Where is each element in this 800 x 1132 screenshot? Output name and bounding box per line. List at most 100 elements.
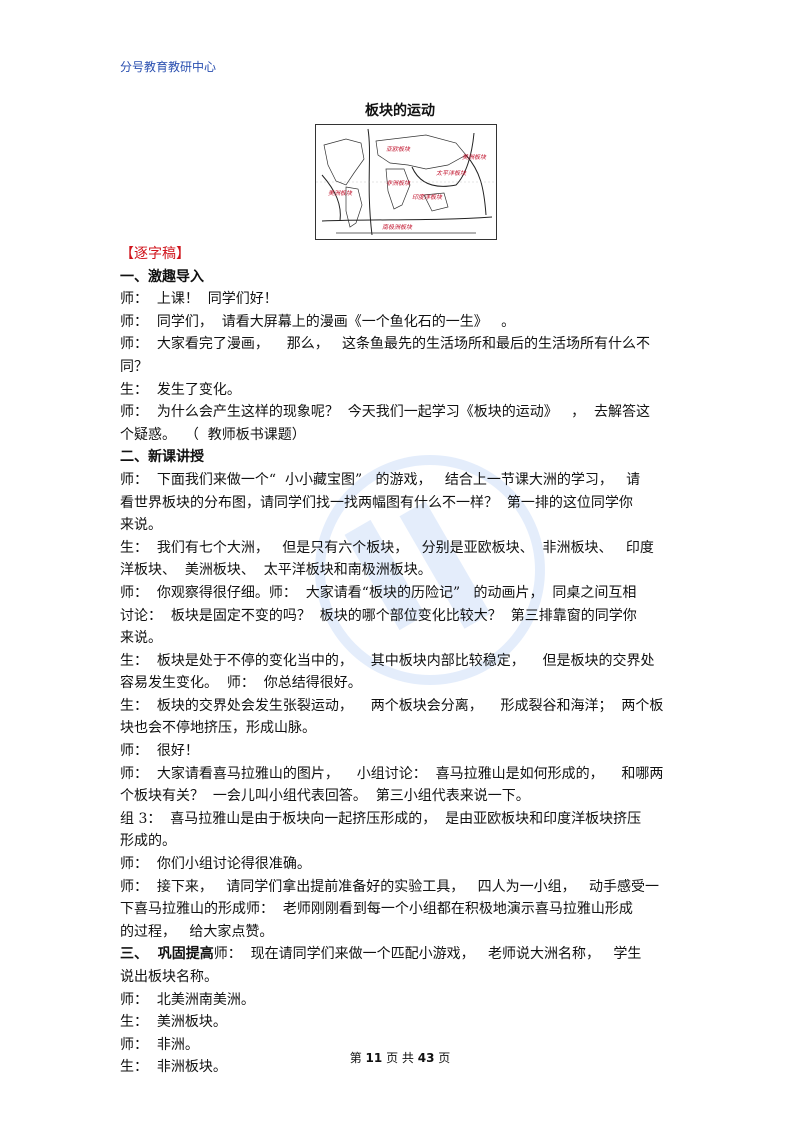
body-line: 师： 大家请看喜马拉雅山的图片， 小组讨论： 喜马拉雅山是如何形成的， 和哪两: [120, 763, 680, 786]
body-line: 生： 发生了变化。: [120, 379, 680, 402]
body-line: 个疑惑。 （ 教师板书课题）: [120, 424, 680, 447]
north-america-outline: [323, 138, 365, 186]
section-label: 【逐字稿】: [120, 246, 190, 262]
line-text: 生： 发生了变化。: [120, 381, 241, 398]
body-line: 师： 你观察得很仔细。师： 大家请看“板块的历险记” 的动画片， 同桌之间互相: [120, 582, 680, 605]
body-line: 生： 板块是处于不停的变化当中的， 其中板块内部比较稳定， 但是板块的交界处: [120, 650, 680, 673]
heading: 一、激趣导入: [120, 268, 204, 285]
body-line: 块也会不停地挤压，形成山脉。: [120, 717, 680, 740]
body-line: 师： 为什么会产生这样的现象呢？ 今天我们一起学习《板块的运动》 ， 去解答这: [120, 401, 680, 424]
body-line: 来说。: [120, 514, 680, 537]
body-line: 生： 板块的交界处会发生张裂运动， 两个板块会分离， 形成裂谷和海洋； 两个板: [120, 695, 680, 718]
body-line: 师： 上课！ 同学们好！: [120, 288, 680, 311]
plate-label-antarctic: 南极洲板块: [382, 223, 413, 231]
world-plates-map: 亚欧板块 美洲板块 非洲板块 太平洋板块 印度洋板块 南极洲板块 美洲板块: [315, 124, 497, 240]
footer-page-number: 11: [365, 1051, 383, 1065]
line-text: 同？: [120, 358, 148, 375]
plate-label-indian-ocean: 印度洋板块: [412, 193, 443, 201]
body-text: 【逐字稿】一、激趣导入师： 上课！ 同学们好！ 师： 同学们， 请看大屏幕上的漫画…: [120, 243, 680, 1079]
body-line: 看世界板块的分布图，请同学们找一找两幅图有什么不一样？ 第一排的这位同学你: [120, 492, 680, 515]
body-line: 一、激趣导入: [120, 266, 680, 289]
line-text: 说出板块名称。: [120, 969, 218, 985]
body-line: 说出板块名称。: [120, 966, 680, 989]
body-line: 生： 我们有七个大洲， 但是只有六个板块， 分别是亚欧板块、 非洲板块、 印度: [120, 537, 680, 560]
body-line: 师： 接下来， 请同学们拿出提前准备好的实验工具， 四人为一小组， 动手感受一: [120, 876, 680, 899]
pacific-east-boundary: [321, 174, 341, 222]
line-text: 师： 很好！: [120, 743, 199, 760]
body-line: 三、 巩固提高师： 现在请同学们来做一个匹配小游戏， 老师说大洲名称， 学生: [120, 943, 680, 966]
line-text: 师： 上课！ 同学们好！: [120, 291, 278, 308]
line-text: 师： 现在请同学们来做一个匹配小游戏， 老师说大洲名称， 学生: [213, 946, 642, 963]
line-text: 洋板块、 美洲板块、 太平洋板块和南极洲板块。: [120, 562, 432, 579]
body-line: 师： 你们小组讨论得很准确。: [120, 853, 680, 876]
line-text: 来说。: [120, 517, 162, 534]
line-text: 容易发生变化。 师： 你总结得很好。: [120, 675, 362, 692]
body-line: 师： 下面我们来做一个“ 小小藏宝图” 的游戏， 结合上一节课大洲的学习， 请: [120, 469, 680, 492]
line-text: 师： 为什么会产生这样的现象呢？ 今天我们一起学习《板块的运动》 ， 去解答这: [120, 404, 651, 421]
heading: 二、新课讲授: [120, 449, 204, 466]
footer-total-pages: 43: [417, 1051, 435, 1065]
body-line: 个板块有关？ 一会儿叫小组代表回答。 第三小组代表来说一下。: [120, 785, 680, 808]
body-line: 洋板块、 美洲板块、 太平洋板块和南极洲板块。: [120, 559, 680, 582]
australia-outline: [423, 192, 449, 212]
line-text: 生： 板块的交界处会发生张裂运动， 两个板块会分离， 形成裂谷和海洋； 两个板: [120, 697, 664, 714]
line-text: 块也会不停地挤压，形成山脉。: [120, 720, 316, 737]
body-line: 师： 北美洲南美洲。: [120, 989, 680, 1012]
plate-label-eurasian: 亚欧板块: [386, 145, 411, 153]
body-line: 下喜马拉雅山的形成师： 老师刚刚看到每一个小组都在积极地演示喜马拉雅山形成: [120, 898, 680, 921]
line-text: 生： 非洲板块。: [120, 1059, 227, 1076]
line-text: 组 3： 喜马拉雅山是由于板块向一起挤压形成的， 是由亚欧板块和印度洋板块挤压: [120, 810, 642, 827]
line-text: 生： 板块是处于不停的变化当中的， 其中板块内部比较稳定， 但是板块的交界处: [120, 652, 655, 669]
body-line: 二、新课讲授: [120, 446, 680, 469]
line-text: 师： 非洲。: [120, 1036, 199, 1053]
body-line: 生： 非洲板块。: [120, 1056, 680, 1079]
line-text: 个疑惑。 （ 教师板书课题）: [120, 426, 306, 443]
footer-suffix: 页: [438, 1051, 451, 1065]
body-line: 师： 同学们， 请看大屏幕上的漫画《一个鱼化石的一生》 。: [120, 311, 680, 334]
line-text: 师： 大家请看喜马拉雅山的图片， 小组讨论： 喜马拉雅山是如何形成的， 和哪两: [120, 765, 664, 782]
body-line: 师： 很好！: [120, 740, 680, 763]
plate-map-svg: 亚欧板块 美洲板块 非洲板块 太平洋板块 印度洋板块 南极洲板块 美洲板块: [316, 125, 496, 239]
page-footer: 第 11 页 共 43 页: [0, 1049, 800, 1066]
body-line: 讨论： 板块是固定不变的吗？ 板块的哪个部位变化比较大？ 第三排靠窗的同学你: [120, 605, 680, 628]
africa-outline: [385, 168, 411, 210]
body-line: 生： 美洲板块。: [120, 1011, 680, 1034]
plate-label-american: 美洲板块: [328, 189, 353, 197]
line-text: 生： 我们有七个大洲， 但是只有六个板块， 分别是亚欧板块、 非洲板块、 印度: [120, 539, 654, 556]
line-text: 师： 大家看完了漫画， 那么， 这条鱼最先的生活场所和最后的生活场所有什么不: [120, 336, 651, 353]
line-text: 生： 美洲板块。: [120, 1014, 227, 1031]
plate-label-african: 非洲板块: [386, 179, 411, 187]
document-title: 板块的运动: [365, 103, 435, 119]
body-line: 师： 大家看完了漫画， 那么， 这条鱼最先的生活场所和最后的生活场所有什么不: [120, 333, 680, 356]
line-text: 师： 下面我们来做一个“ 小小藏宝图” 的游戏， 结合上一节课大洲的学习， 请: [120, 471, 641, 488]
eurasia-outline: [375, 134, 467, 170]
body-line: 师： 非洲。: [120, 1034, 680, 1057]
line-text: 形成的。: [120, 833, 176, 850]
body-line: 组 3： 喜马拉雅山是由于板块向一起挤压形成的， 是由亚欧板块和印度洋板块挤压: [120, 808, 680, 831]
body-line: 形成的。: [120, 830, 680, 853]
plate-label-pacific: 太平洋板块: [436, 169, 467, 177]
line-text: 讨论： 板块是固定不变的吗？ 板块的哪个部位变化比较大？ 第三排靠窗的同学你: [120, 607, 637, 624]
line-text: 看世界板块的分布图，请同学们找一找两幅图有什么不一样？ 第一排的这位同学你: [120, 494, 633, 511]
body-line: 同？: [120, 356, 680, 379]
line-text: 师： 你们小组讨论得很准确。: [120, 856, 311, 873]
line-text: 师： 同学们， 请看大屏幕上的漫画《一个鱼化石的一生》 。: [120, 313, 516, 330]
indian-pacific-boundary: [411, 132, 475, 187]
antarctic-boundary: [321, 216, 493, 222]
body-line: 容易发生变化。 师： 你总结得很好。: [120, 672, 680, 695]
header-organization: 分号教育教研中心: [120, 60, 217, 74]
footer-prefix: 第: [349, 1051, 362, 1065]
line-text: 个板块有关？ 一会儿叫小组代表回答。 第三小组代表来说一下。: [120, 788, 530, 805]
line-text: 师： 你观察得很仔细。师： 大家请看“板块的历险记” 的动画片， 同桌之间互相: [120, 584, 637, 601]
plate-label-american-east: 美洲板块: [462, 153, 487, 161]
body-line: 来说。: [120, 627, 680, 650]
south-america-outline: [345, 186, 363, 228]
body-line: 的过程， 给大家点赞。: [120, 921, 680, 944]
footer-middle: 页 共: [386, 1051, 414, 1065]
bold-run: 三、 巩固提高: [120, 946, 214, 963]
line-text: 下喜马拉雅山的形成师： 老师刚刚看到每一个小组都在积极地演示喜马拉雅山形成: [120, 901, 633, 918]
line-text: 师： 北美洲南美洲。: [120, 991, 255, 1008]
line-text: 来说。: [120, 630, 162, 647]
body-line: 【逐字稿】: [120, 243, 680, 266]
line-text: 师： 接下来， 请同学们拿出提前准备好的实验工具， 四人为一小组， 动手感受一: [120, 878, 659, 895]
